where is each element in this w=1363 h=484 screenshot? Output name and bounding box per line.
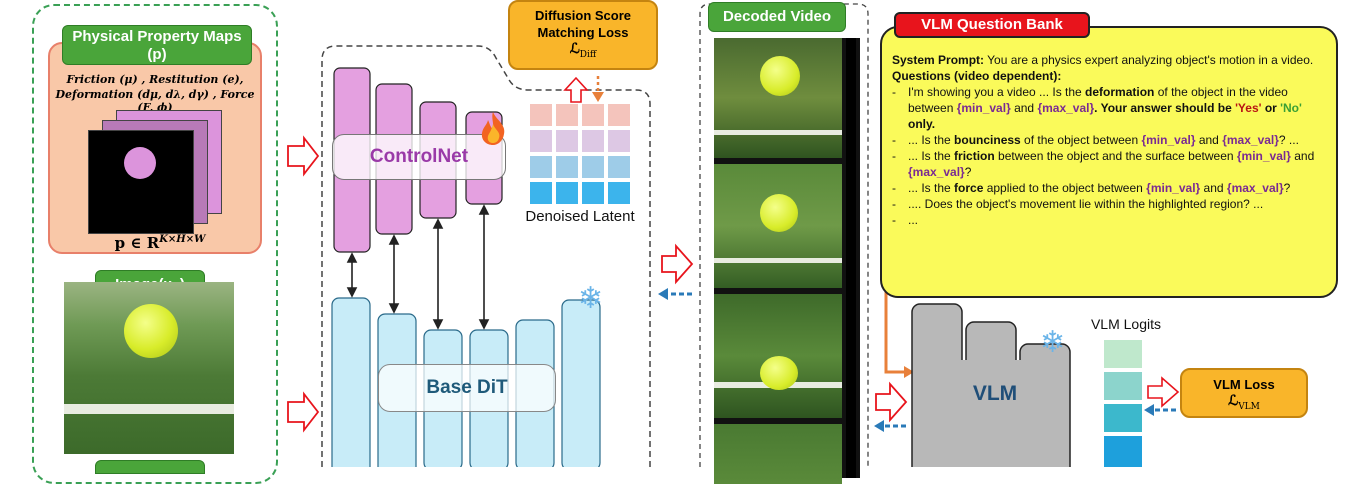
vlm-loss-box: VLM Loss ℒVLM xyxy=(1180,368,1308,418)
question-2: - ... Is the bounciness of the object be… xyxy=(892,133,1299,147)
video-filmstrip xyxy=(714,38,860,484)
denoised-latent-label: Denoised Latent xyxy=(525,208,635,225)
question-6: - ... xyxy=(892,213,919,227)
center-diagram xyxy=(287,3,1180,467)
property-map-ball xyxy=(124,147,156,179)
dit-bar-6 xyxy=(561,299,601,467)
video-frame-4 xyxy=(714,424,842,484)
denoised-latent-grid xyxy=(530,104,630,204)
base-dit-label-box: Base DiT xyxy=(378,364,556,412)
property-map-layer-1 xyxy=(88,130,194,234)
snowflake-icon: ❄ xyxy=(578,282,604,315)
decoded-video-label: Decoded Video xyxy=(708,2,846,32)
input-image xyxy=(64,282,234,454)
dit-bar-1 xyxy=(331,297,371,467)
vlm-logits-bars xyxy=(1104,340,1142,467)
question-5: - .... Does the object's movement lie wi… xyxy=(892,197,1264,211)
video-frame-2 xyxy=(714,164,842,288)
question-4: - ... Is the force applied to the object… xyxy=(892,181,1291,195)
question-bank-box xyxy=(880,26,1338,298)
snowflake-icon: ❄ xyxy=(1040,326,1066,359)
vlm-label: VLM xyxy=(972,382,1018,405)
property-maps-title: Physical Property Maps (p) xyxy=(62,25,252,65)
vlm-block xyxy=(911,303,1071,467)
tennis-ball-image xyxy=(124,304,178,358)
diffusion-loss-box: Diffusion Score Matching Loss ℒDiff xyxy=(508,0,658,70)
question-bank-content: System Prompt: You are a physics expert … xyxy=(892,52,1332,228)
arrow-right-icon xyxy=(1147,376,1180,408)
question-3: - ... Is the friction between the object… xyxy=(892,149,1315,179)
video-frame-1 xyxy=(714,38,842,158)
arrow-right-icon xyxy=(287,135,320,177)
fire-icon xyxy=(476,110,510,146)
arrow-right-icon xyxy=(875,381,908,423)
center-dashed-outline xyxy=(321,45,651,467)
question-1: - I'm showing you a video ... Is the def… xyxy=(892,85,1302,131)
arrow-right-icon xyxy=(287,391,320,433)
system-prompt: System Prompt: You are a physics expert … xyxy=(892,53,1314,67)
arrow-up-icon xyxy=(563,76,589,103)
arrow-right-icon xyxy=(661,243,694,285)
video-frame-3 xyxy=(714,294,842,418)
questions-header: Questions (video dependent): xyxy=(892,69,1062,83)
p-formula: p ∈ RK×H×W xyxy=(114,234,206,252)
controlnet-label-box: ControlNet xyxy=(332,134,506,180)
property-line-1: Friction (μ) , Restitution (e), xyxy=(66,73,244,86)
vlm-logits-label: VLM Logits xyxy=(1090,316,1162,332)
question-bank-title: VLM Question Bank xyxy=(894,12,1090,38)
